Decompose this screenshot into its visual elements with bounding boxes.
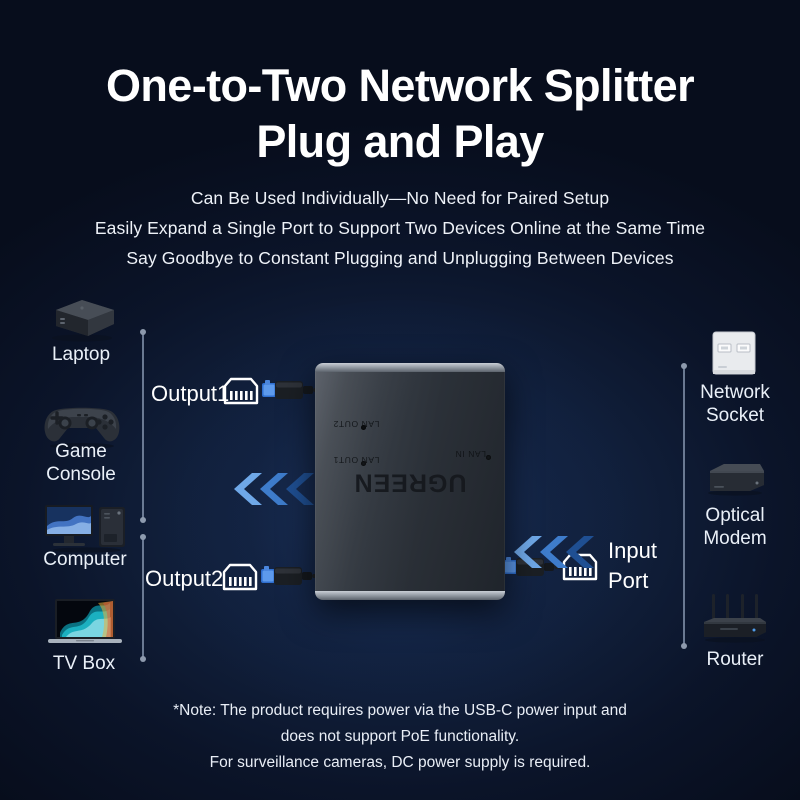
flow-arrows-left — [228, 470, 314, 513]
page-title: One-to-Two Network Splitter Plug and Pla… — [0, 58, 800, 170]
subtitle-group: Can Be Used Individually—No Need for Pai… — [0, 183, 800, 273]
device-icon-network-socket — [709, 330, 759, 383]
network-socket-line-2: Socket — [705, 405, 765, 426]
device-icon-wifi-router — [698, 592, 772, 649]
device-label-router: Router — [706, 649, 764, 670]
device-label-laptop: Laptop — [51, 344, 111, 365]
device-port-label-lan-in: LAN IN — [455, 449, 486, 459]
input-port-line-2: Port — [608, 568, 649, 593]
device-led-out2 — [361, 425, 366, 430]
network-socket-line-1: Network — [700, 382, 770, 403]
device-top-cap — [315, 363, 505, 372]
rj45-jack-icon-output2 — [222, 563, 258, 596]
bracket-output1 — [140, 329, 146, 523]
device-port-label-lan-out2: LAN OUT2 — [333, 419, 380, 429]
device-label-optical-modem: Optical Modem — [660, 504, 800, 550]
device-label-tv-box: TV Box — [52, 653, 116, 674]
subtitle-2: Easily Expand a Single Port to Support T… — [94, 218, 706, 238]
device-icon-desktop-computer — [43, 501, 131, 558]
device-led-out1 — [361, 461, 366, 466]
device-port-label-lan-out1: LAN OUT1 — [333, 455, 380, 465]
input-port-label: Input Port — [608, 536, 657, 596]
device-sheen — [315, 372, 505, 591]
game-console-line-2: Console — [46, 464, 116, 485]
rj45-jack-icon-output1 — [223, 377, 259, 410]
flow-arrows-right — [508, 533, 594, 576]
network-splitter-device: LAN OUT1 LAN OUT2 LAN IN UGREEN — [315, 363, 505, 600]
title-line-2: Plug and Play — [256, 116, 544, 167]
input-port-line-1: Input — [608, 538, 657, 563]
device-label-game-console: Game Console — [6, 440, 156, 486]
footnote-line-1: *Note: The product requires power via th… — [173, 702, 627, 719]
game-console-line-1: Game — [55, 441, 107, 462]
footnote-line-3: For surveillance cameras, DC power suppl… — [209, 754, 591, 771]
output1-label: Output1 — [151, 381, 230, 406]
subtitle-3: Say Goodbye to Constant Plugging and Unp… — [126, 248, 674, 268]
device-label-computer: Computer — [43, 549, 127, 570]
device-icon-game-controller — [40, 400, 124, 455]
ethernet-cable-output2 — [261, 564, 323, 593]
device-label-network-socket: Network Socket — [660, 381, 800, 427]
footnote-line-2: does not support PoE functionality. — [280, 728, 520, 745]
device-icon-optical-modem — [702, 459, 768, 502]
device-icon-laptop — [46, 597, 124, 654]
ethernet-cable-input — [503, 555, 565, 584]
title-line-1: One-to-Two Network Splitter — [106, 60, 695, 111]
bracket-input — [681, 363, 687, 649]
bracket-output2 — [140, 534, 146, 662]
footnote: *Note: The product requires power via th… — [0, 698, 800, 776]
output2-label: Output2 — [145, 566, 224, 591]
optical-modem-line-1: Optical — [705, 505, 765, 526]
device-bottom-cap — [315, 591, 505, 600]
device-icon-tv-box-unit — [46, 296, 118, 347]
optical-modem-line-2: Modem — [703, 528, 767, 549]
subtitle-1: Can Be Used Individually—No Need for Pai… — [190, 188, 610, 208]
device-brand-logo: UGREEN — [353, 468, 467, 496]
device-led-in — [486, 455, 491, 460]
